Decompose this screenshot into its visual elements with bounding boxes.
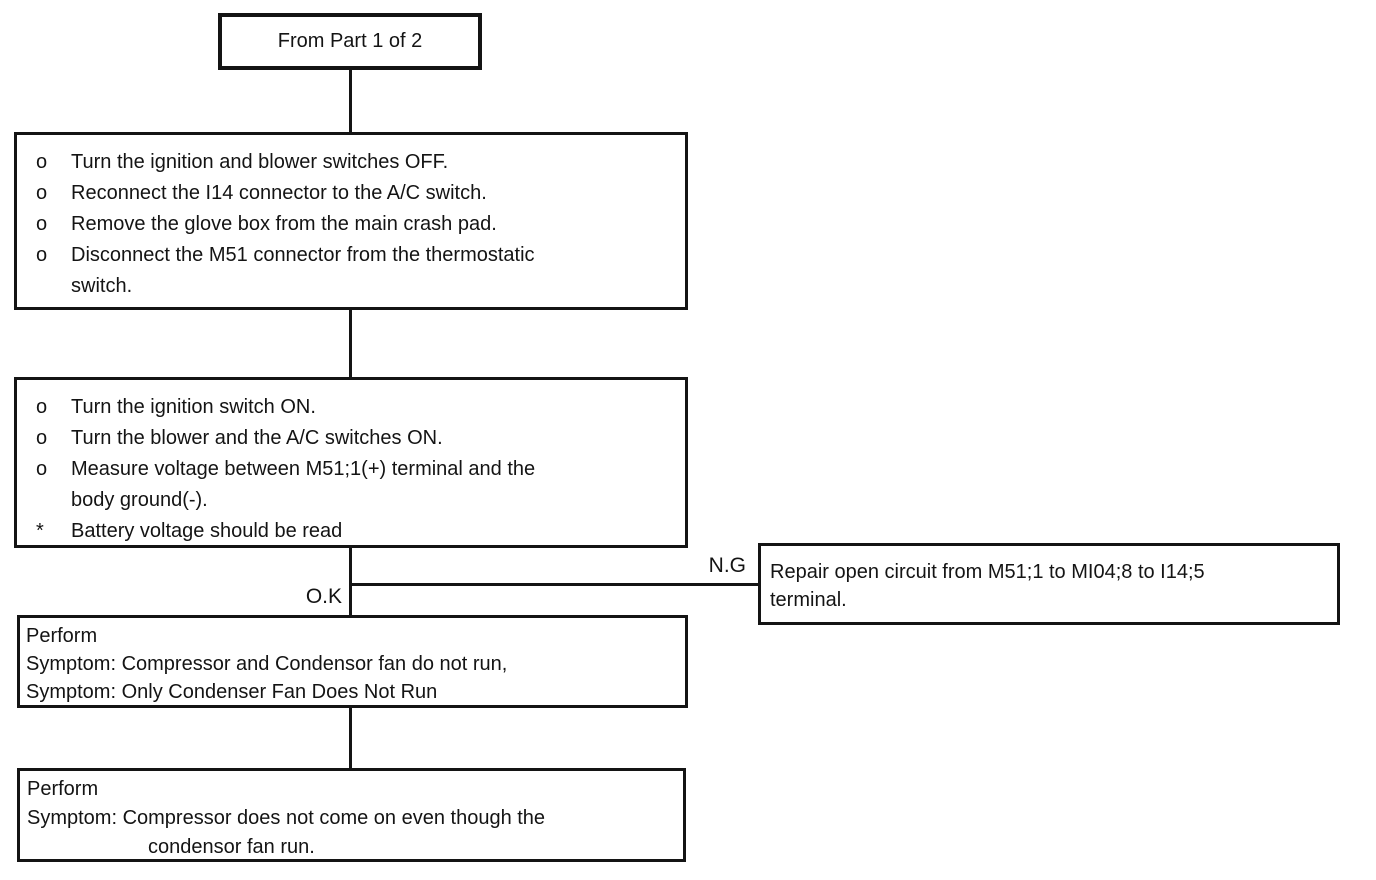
bullet-marker: o [36,213,48,235]
step1-line-2: o Reconnect the I14 connector to the A/C… [17,178,685,209]
step-text: switch. [71,275,133,297]
step1-line-5: switch. [17,271,685,302]
flow-box-start: From Part 1 of 2 [218,13,482,70]
bullet-marker [36,271,71,302]
perform1-line-2: Symptom: Compressor and Condensor fan do… [26,653,508,675]
bullet-marker: o [36,244,48,266]
step2-line-5: * Battery voltage should be read [17,516,685,547]
connector-step1-to-step2 [349,308,352,377]
step1-line-1: o Turn the ignition and blower switches … [17,147,685,178]
bullet-marker: o [36,458,48,480]
bullet-marker [36,485,71,516]
step2-line-1: o Turn the ignition switch ON. [17,392,685,423]
connector-step2-to-perform1 [349,546,352,617]
connector-ng-branch [351,583,758,586]
perform1-line-1: Perform [26,625,98,647]
step-text: body ground(-). [71,489,208,511]
perform2-line-3: condensor fan run. [148,836,315,858]
bullet-marker: o [36,151,48,173]
branch-label-ng: N.G [708,554,746,577]
step-text: Measure voltage between M51;1(+) termina… [71,458,536,480]
asterisk-marker: * [36,520,44,542]
step-text: Remove the glove box from the main crash… [71,213,497,235]
step2-line-3: o Measure voltage between M51;1(+) termi… [17,454,685,485]
flow-box-step1: o Turn the ignition and blower switches … [14,132,688,310]
step2-line-2: o Turn the blower and the A/C switches O… [17,423,685,454]
bullet-marker: o [36,427,48,449]
connector-perform1-to-perform2 [349,706,352,770]
flow-box-repair: Repair open circuit from M51;1 to MI04;8… [758,543,1340,625]
perform2-line-2: Symptom: Compressor does not come on eve… [27,807,546,829]
flow-box-step2: o Turn the ignition switch ON. o Turn th… [14,377,688,548]
step1-line-3: o Remove the glove box from the main cra… [17,209,685,240]
connector-start-to-step1 [349,70,352,132]
step-text: Turn the blower and the A/C switches ON. [71,427,443,449]
repair-line-1: Repair open circuit from M51;1 to MI04;8… [770,561,1205,583]
step-text: Battery voltage should be read [71,520,343,542]
perform1-line-3: Symptom: Only Condenser Fan Does Not Run [26,681,438,703]
step-text: Turn the ignition switch ON. [71,396,316,418]
start-label: From Part 1 of 2 [277,30,423,52]
bullet-marker: o [36,182,48,204]
bullet-marker: o [36,396,48,418]
branch-label-ok: O.K [305,585,342,608]
step-text: Reconnect the I14 connector to the A/C s… [71,182,487,204]
flow-box-perform2: Perform Symptom: Compressor does not com… [17,768,686,862]
step2-line-4: body ground(-). [17,485,685,516]
repair-line-2: terminal. [770,589,847,611]
step1-line-4: o Disconnect the M51 connector from the … [17,240,685,271]
flow-box-perform1: Perform Symptom: Compressor and Condenso… [17,615,688,708]
step-text: Turn the ignition and blower switches OF… [71,151,449,173]
step-text: Disconnect the M51 connector from the th… [71,244,535,266]
perform2-line-1: Perform [27,778,99,800]
